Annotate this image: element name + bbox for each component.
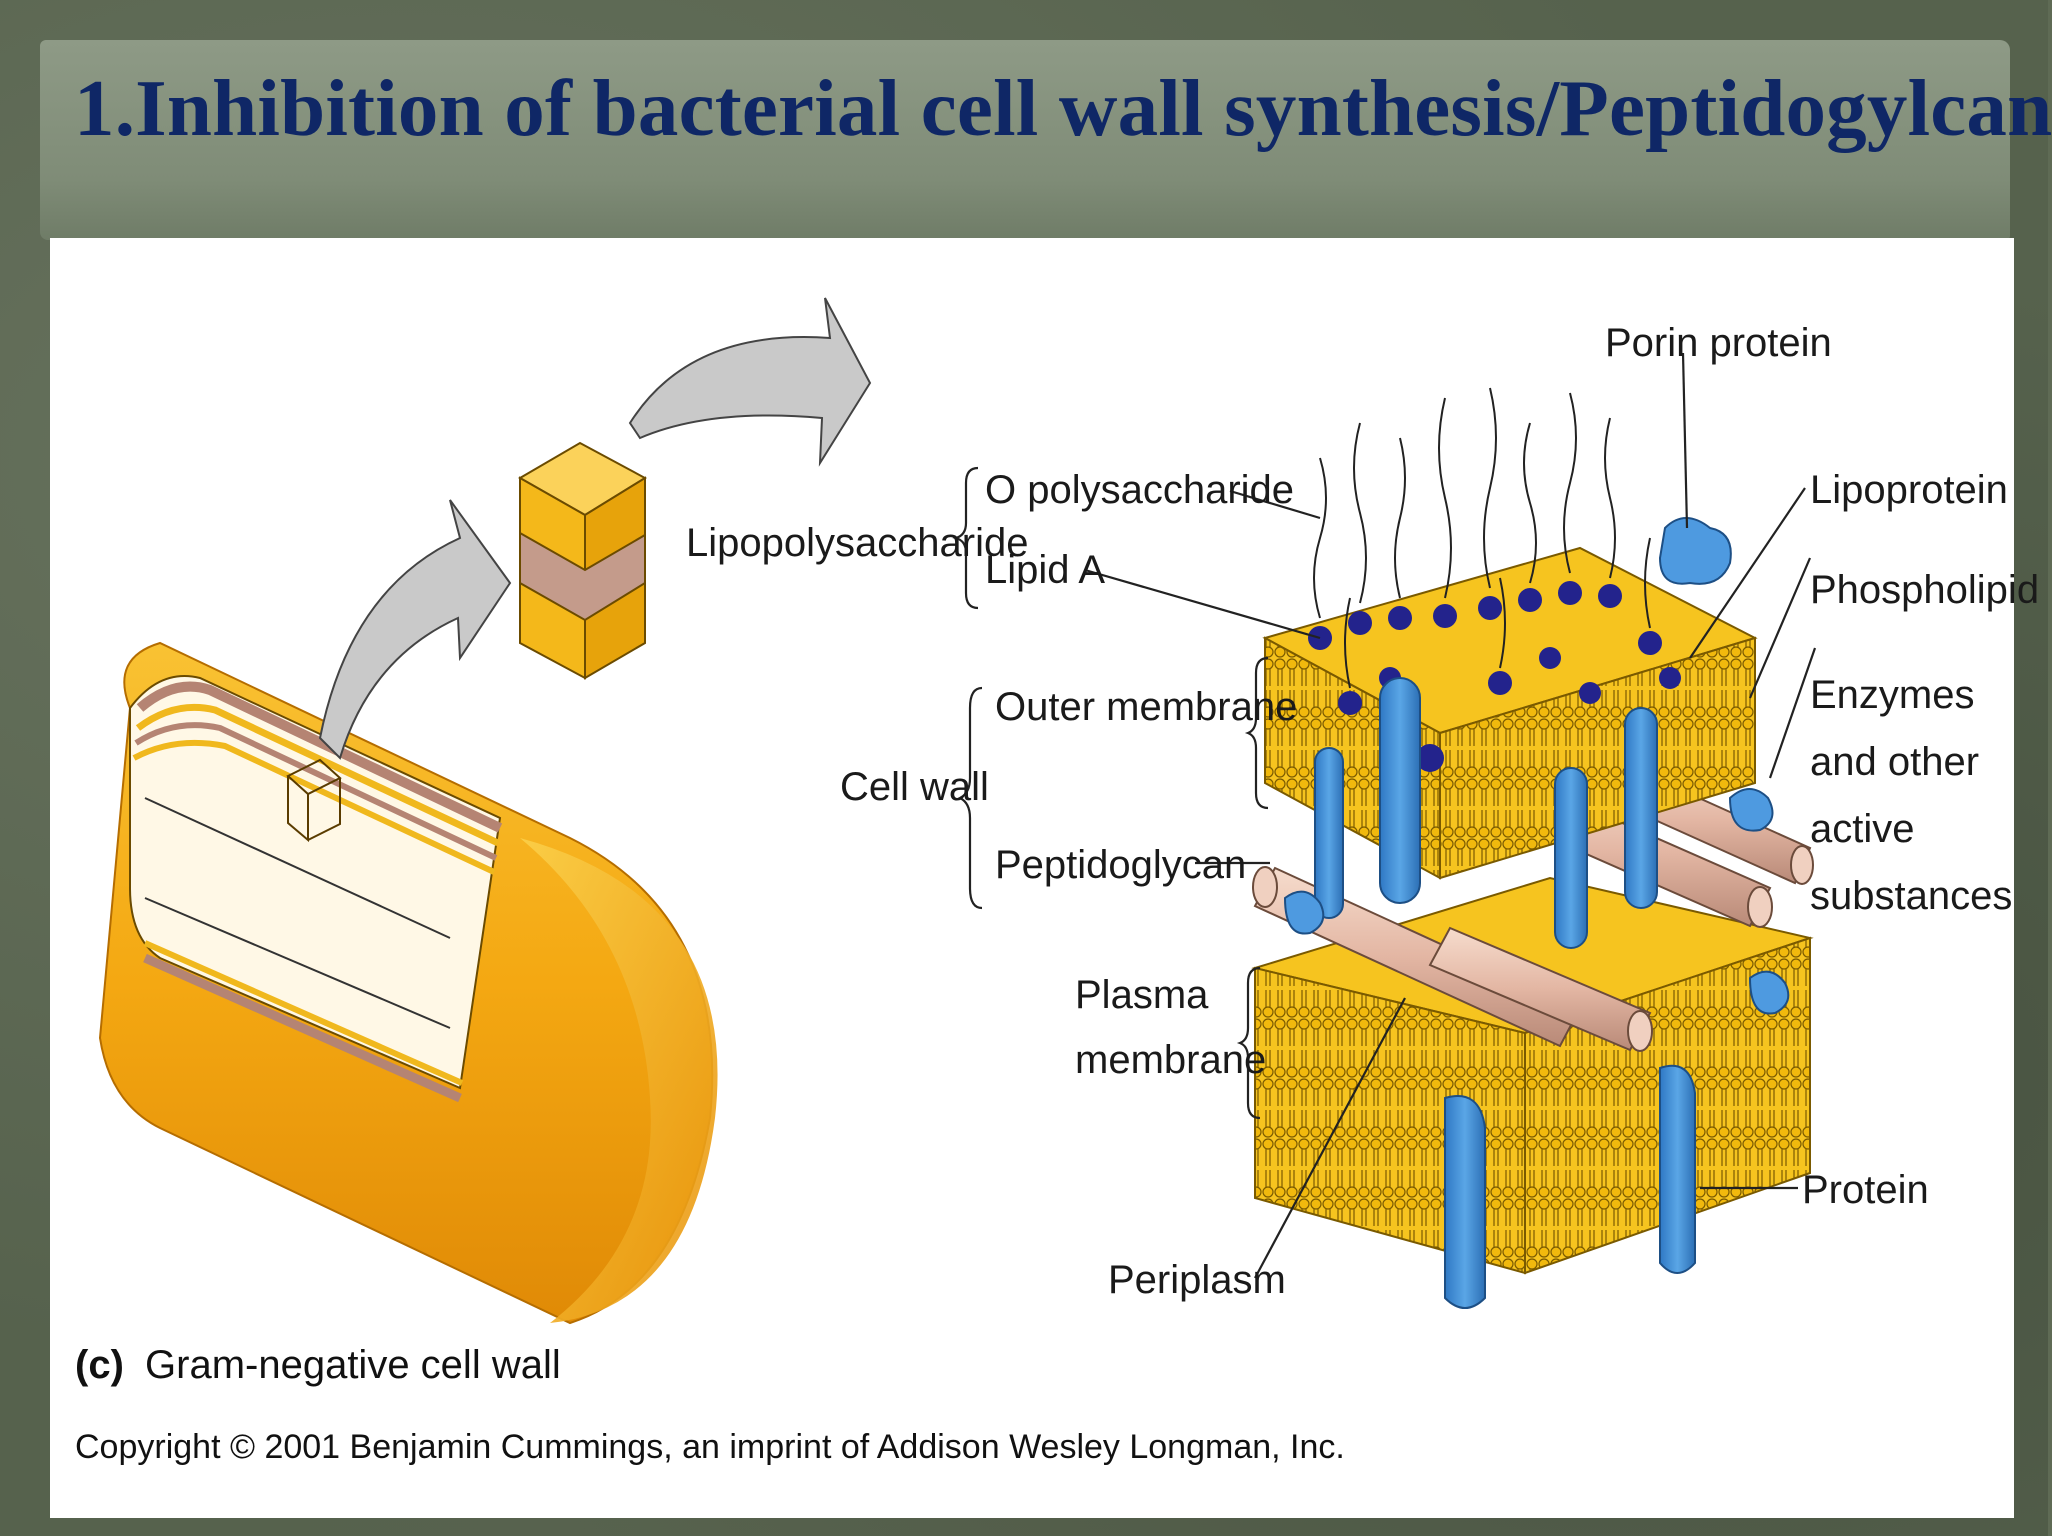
curved-arrow-2: [628, 297, 872, 467]
label-enzymes-1: Enzymes: [1810, 673, 1975, 717]
copyright-text: Copyright © 2001 Benjamin Cummings, an i…: [75, 1428, 1345, 1466]
lipid-a-heads: [1308, 581, 1681, 772]
label-cell-wall: Cell wall: [840, 765, 989, 809]
label-plasma-2: membrane: [1075, 1038, 1266, 1082]
label-lipid-a: Lipid A: [985, 548, 1105, 592]
diagram-labels: Porin protein Lipoprotein Lipopolysaccha…: [686, 321, 2039, 1302]
label-lipopolysaccharide: Lipopolysaccharide: [686, 521, 1028, 565]
blue-proteins: [1283, 677, 1790, 1309]
leader-lines: [952, 352, 1817, 1279]
bacterium-rod: [98, 641, 718, 1325]
curved-arrow-1: [318, 499, 512, 760]
label-phospholipid: Phospholipid: [1810, 568, 2039, 612]
gram-negative-diagram: Porin protein Lipoprotein Lipopolysaccha…: [75, 297, 2039, 1466]
cell-envelope-detail: [1251, 387, 1814, 1309]
label-porin-protein: Porin protein: [1605, 321, 1832, 365]
label-o-polysaccharide: O polysaccharide: [985, 468, 1294, 512]
label-plasma-1: Plasma: [1075, 973, 1209, 1017]
label-enzymes-2: and other: [1810, 740, 1979, 784]
lps-chains: [1313, 387, 1651, 689]
caption-letter: (c): [75, 1343, 124, 1387]
slide-title: 1.Inhibition of bacterial cell wall synt…: [74, 63, 2052, 153]
svg-text:(c) Gram-negative cell w: (c) Gram-negative cell wall: [75, 1343, 561, 1387]
figure-caption: (c) Gram-negative cell wall Copyright © …: [75, 1343, 1345, 1466]
label-lipoprotein: Lipoprotein: [1810, 468, 2008, 512]
label-enzymes-4: substances: [1810, 874, 2012, 918]
label-enzymes-3: active: [1810, 807, 1915, 851]
layered-cube: [517, 441, 648, 680]
label-protein: Protein: [1802, 1168, 1929, 1212]
label-periplasm: Periplasm: [1108, 1258, 1286, 1302]
cube-marker: [286, 758, 342, 843]
title-band: [40, 40, 2010, 240]
label-peptidoglycan: Peptidoglycan: [995, 843, 1246, 887]
porin-protein-shape: [1658, 517, 1732, 585]
figure-panel: Porin protein Lipoprotein Lipopolysaccha…: [50, 238, 2039, 1518]
caption-text: Gram-negative cell wall: [145, 1343, 561, 1387]
label-outer-membrane: Outer membrane: [995, 685, 1297, 729]
